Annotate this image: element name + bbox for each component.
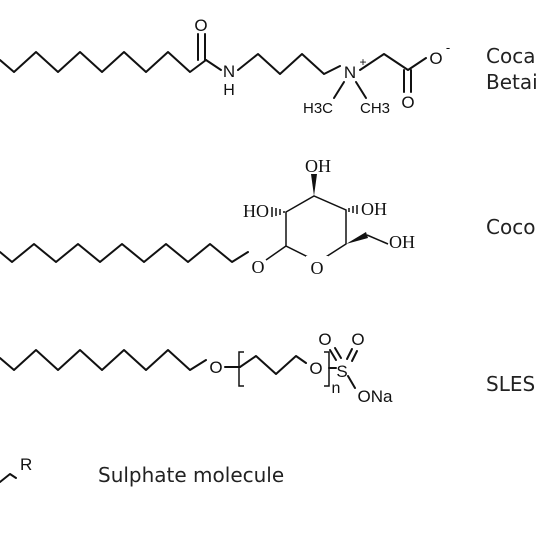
carboxyl-oxygen: O — [401, 93, 414, 112]
molecule-3-label: SLES — [486, 372, 535, 396]
ch2oh-bond — [366, 234, 389, 245]
amide-hydrogen: H — [223, 82, 235, 99]
glycosidic-oxygen: O — [252, 257, 265, 277]
repeat-bracket-right — [324, 351, 330, 387]
ammonium-charge: + — [359, 55, 366, 69]
hydroxymethyl-oh: OH — [389, 232, 415, 252]
hydroxyl-top: OH — [305, 156, 331, 176]
sulfonyl-bond-2b — [351, 350, 358, 362]
molecule-sles: O O n S O O ONa SLES — [0, 330, 535, 406]
pyranose-ring — [285, 195, 347, 263]
molecule-4-label: Sulphate molecule — [98, 463, 284, 487]
sulfonyl-bond-1b — [334, 347, 342, 359]
alkyl-chain-1 — [0, 51, 207, 73]
wedge-bond-top — [311, 174, 317, 196]
sulfate-o-bond — [347, 375, 356, 389]
carbonyl-oxygen: O — [194, 16, 207, 35]
sodium-salt: ONa — [358, 387, 394, 406]
hydroxyl-right: OH — [361, 199, 387, 219]
ethoxy-unit — [239, 355, 307, 375]
hydroxyl-left: HO — [243, 201, 269, 221]
carboxylate-charge: - — [446, 40, 450, 55]
sulfonyl-oxygen-1: O — [318, 330, 331, 349]
hashed-bond-right — [348, 205, 358, 214]
methyl-left: H3C — [303, 100, 333, 117]
ring-oxygen-mask — [306, 256, 328, 276]
molecule-cocamidopropyl-betaine: O N H N + H3C CH3 O O - Coca Betai — [0, 16, 538, 117]
methyl-bond-left — [333, 81, 345, 99]
molecule-1-label-line-1: Coca — [486, 44, 535, 68]
ammonium-nitrogen: N — [344, 63, 356, 82]
sulfonyl-bond-1a — [329, 349, 337, 361]
methyl-bond-right — [355, 81, 367, 99]
hashed-bond-left — [271, 207, 285, 217]
repeat-count: n — [332, 380, 341, 397]
molecule-1-label-line-2: Betai — [486, 70, 538, 94]
propyl-linker — [237, 53, 341, 75]
alkyl-chain-2 — [0, 243, 249, 263]
glycosidic-bond — [265, 245, 287, 261]
amide-nitrogen: N — [223, 62, 235, 81]
amide-bond — [205, 59, 222, 71]
sulphate-r-bond — [0, 473, 17, 483]
molecule-sulphate: R Sulphate molecule — [0, 455, 284, 487]
sulfonyl-oxygen-2: O — [351, 330, 364, 349]
peg-oxygen: O — [309, 359, 322, 378]
methyl-right: CH3 — [360, 100, 390, 117]
ring-oxygen: O — [311, 258, 324, 278]
acetate-linker — [359, 53, 427, 71]
alkyl-chain-3 — [0, 349, 207, 371]
molecule-2-label: Coco — [486, 215, 535, 239]
molecule-coco-glucoside: O O OH HO OH OH Coco — [0, 156, 535, 278]
r-group: R — [20, 455, 32, 474]
carboxylate-oxygen: O — [429, 49, 442, 68]
sulfur: S — [336, 362, 347, 381]
wedge-bond-ch2 — [346, 232, 368, 244]
repeat-bracket-left — [238, 351, 244, 387]
sulfonyl-bond-2a — [346, 348, 353, 360]
chain-oxygen: O — [209, 358, 222, 377]
